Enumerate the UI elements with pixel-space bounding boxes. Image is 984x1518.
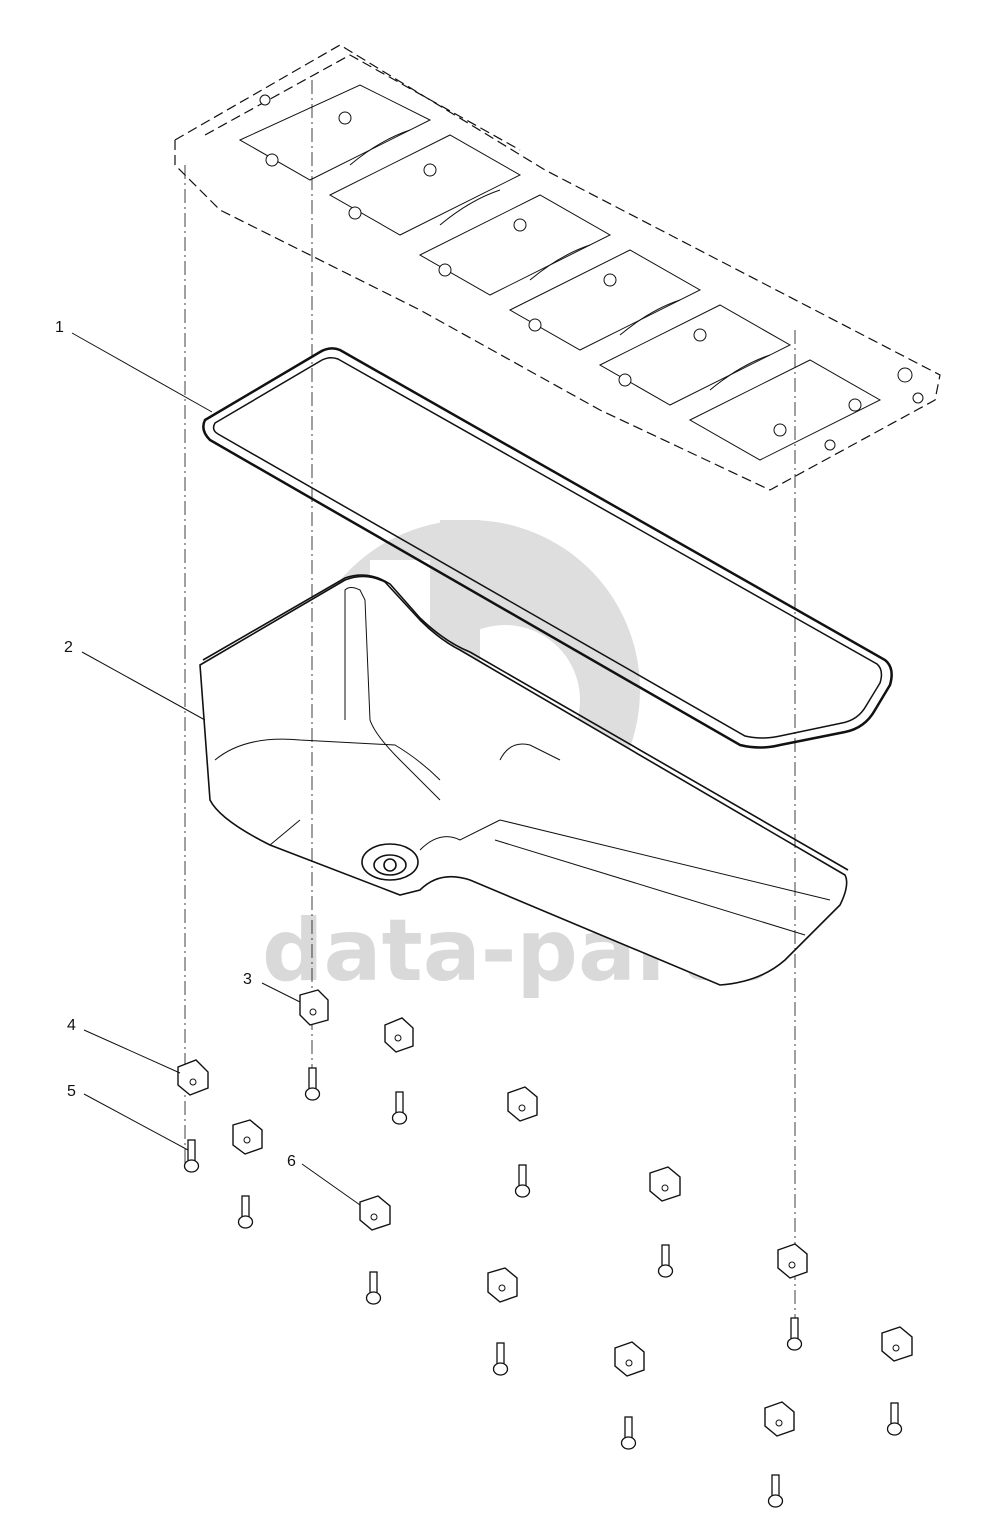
- callout-leaders: [71, 332, 361, 1206]
- bolt: [514, 1164, 531, 1198]
- callout-5: 5: [67, 1083, 76, 1100]
- bolt: [620, 1416, 637, 1450]
- clamp: [764, 1401, 795, 1437]
- bolt: [391, 1091, 408, 1125]
- engine-block: [174, 44, 941, 491]
- bolt: [657, 1244, 674, 1278]
- clamp: [649, 1166, 681, 1202]
- alignment-lines: [184, 80, 796, 1330]
- clamp: [507, 1086, 538, 1122]
- bolt: [767, 1474, 784, 1508]
- bolts: [183, 1067, 903, 1508]
- oil-pan-gasket: [202, 347, 893, 749]
- clamp: [359, 1195, 391, 1231]
- clamp: [177, 1059, 209, 1096]
- callout-4: 4: [67, 1017, 76, 1034]
- clamp: [299, 989, 329, 1026]
- bolt: [492, 1342, 509, 1376]
- bolt: [237, 1195, 254, 1229]
- oil-pan: [199, 574, 849, 986]
- clamp: [881, 1326, 913, 1362]
- callout-3: 3: [243, 971, 252, 988]
- callout-1: 1: [55, 319, 64, 336]
- clamp: [614, 1341, 645, 1377]
- callout-2: 2: [64, 639, 73, 656]
- bolt: [183, 1139, 200, 1173]
- clamps: [177, 989, 913, 1437]
- bolt: [786, 1317, 803, 1351]
- bolt: [304, 1067, 321, 1101]
- bolt: [886, 1402, 903, 1436]
- clamp: [777, 1243, 808, 1279]
- callout-6: 6: [287, 1153, 296, 1170]
- bolt: [365, 1271, 382, 1305]
